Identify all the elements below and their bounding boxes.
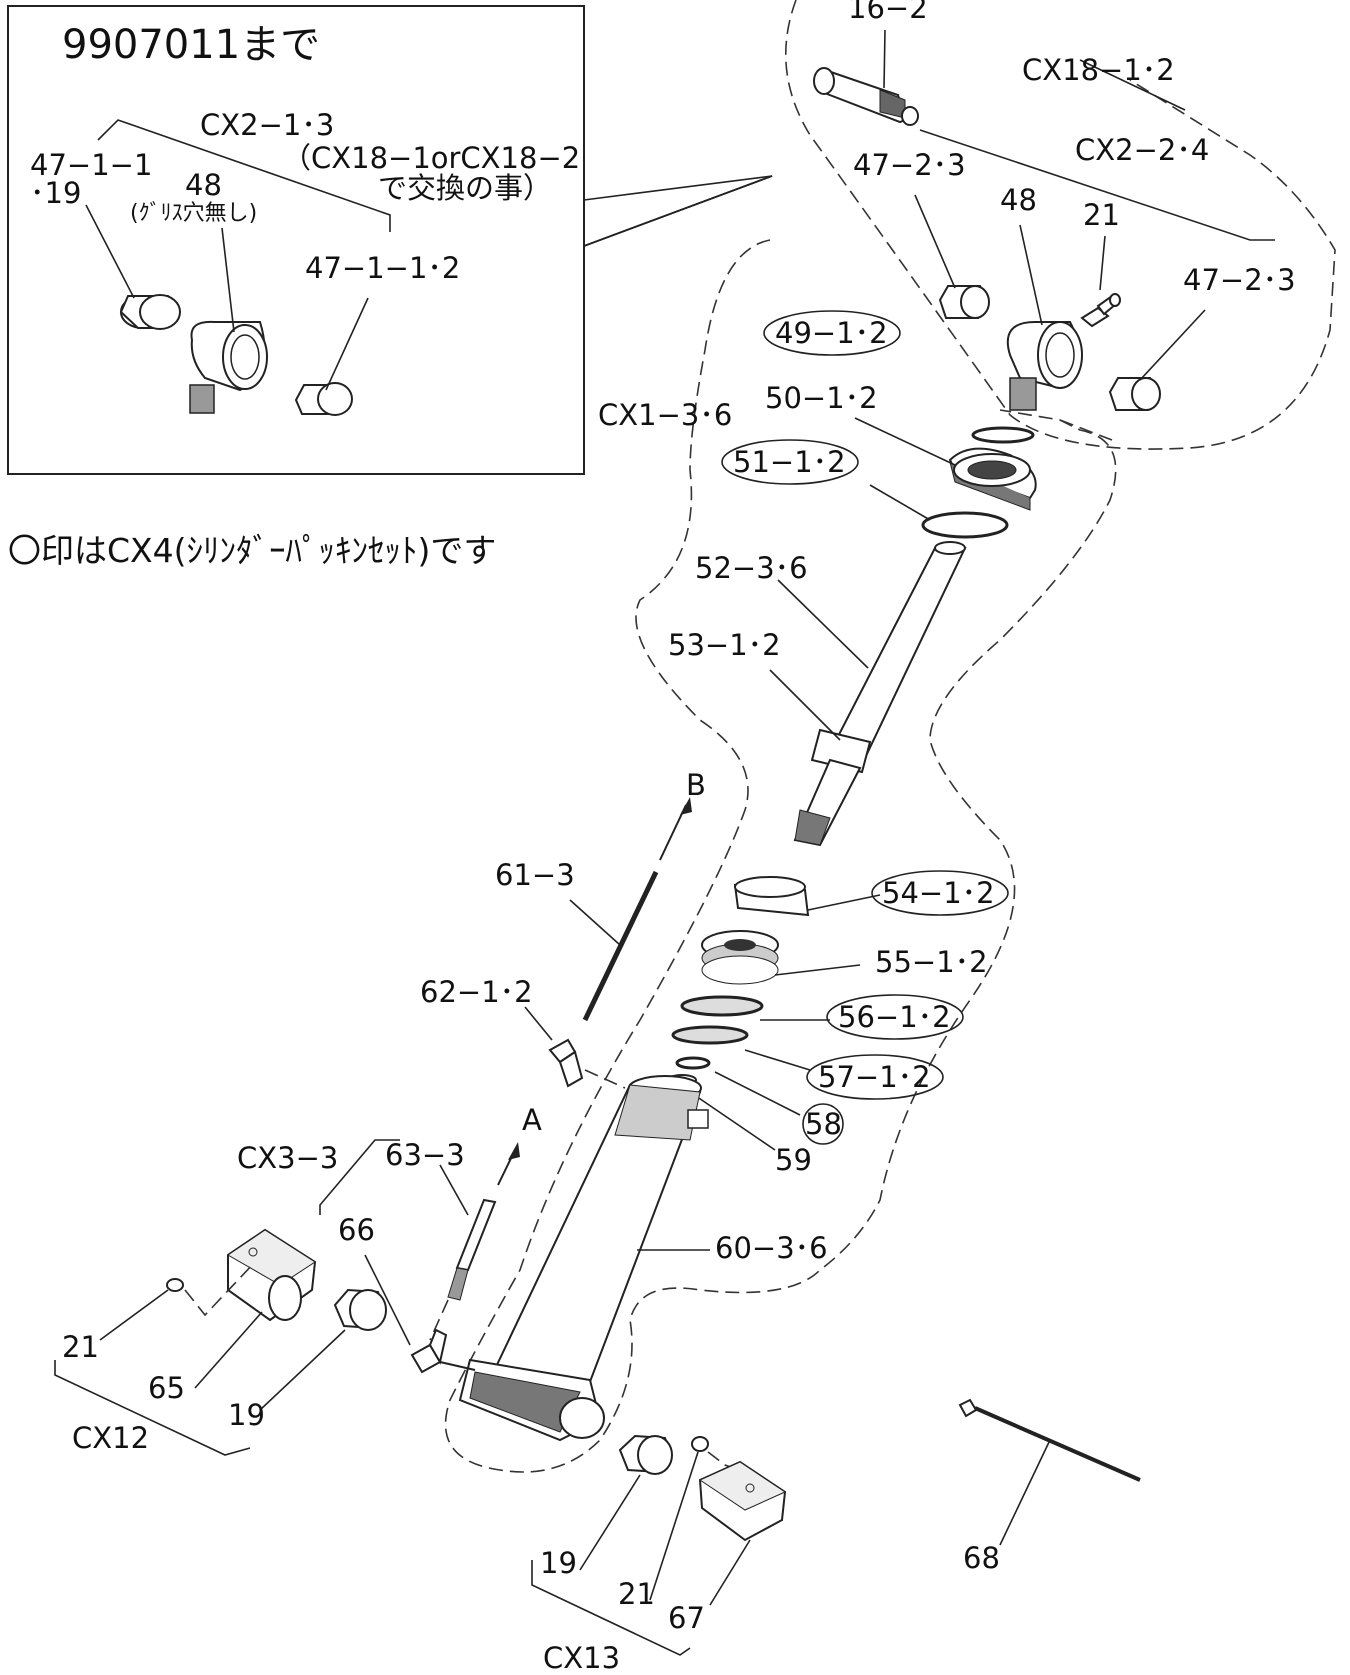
circle-49 [763,310,901,356]
inset-box [7,5,773,475]
inset-callout-top [583,175,773,201]
label-54: 54−1･2 [882,876,995,910]
circle-51 [721,439,859,485]
fitting-62 [548,1038,584,1088]
label-55: 55−1･2 [875,945,988,979]
tube-61 [582,870,659,1022]
label-16-2: 16−2 [848,0,928,25]
label-57: 57−1･2 [818,1060,931,1094]
label-cx3-3: CX3−3 [237,1141,338,1175]
block-65 [227,1228,317,1322]
wear-ring-54 [733,876,810,917]
label-58: 58 [805,1107,842,1141]
label-63: 63−3 [385,1138,465,1172]
inset-bushing-right [294,382,353,416]
inset-housing [189,320,268,414]
label-62: 62−1･2 [420,975,533,1009]
label-cx12: CX12 [72,1421,149,1455]
label-21-bottom: 21 [618,1577,655,1611]
label-66: 66 [338,1213,375,1247]
label-67: 67 [668,1601,705,1635]
label-inset-48: 48 [185,168,222,202]
group-outline-cx18 [784,0,1336,450]
cable-tie-68 [958,1398,1141,1482]
label-56: 56−1･2 [838,1000,951,1034]
label-cx2-2-4: CX2−2･4 [1075,133,1209,167]
bushing-19-bottom [618,1434,673,1475]
pin-16-2 [813,67,919,126]
o-ring-58 [675,1056,711,1070]
label-49: 49−1･2 [775,316,888,350]
label-21-top: 21 [1083,198,1120,232]
piston-rod-52 [793,541,967,847]
label-53: 53−1･2 [668,628,781,662]
label-cx13: CX13 [543,1641,620,1675]
inset-bushing-left [119,294,181,330]
label-19-left: 19 [228,1398,265,1432]
bushing-19-left [333,1288,387,1331]
label-cx1-3-6: CX1−3･6 [598,398,732,432]
circle-57 [806,1054,944,1100]
inset-title: 9907011まで [62,22,320,68]
bushing-47-2-left [938,285,990,319]
bushing-47-2-right [1108,377,1161,411]
label-cx2-1-3: CX2−1･3 [200,108,334,142]
label-52: 52−3･6 [695,551,808,585]
label-a: A [522,1103,542,1137]
label-68: 68 [963,1541,1000,1575]
label-59: 59 [775,1143,812,1177]
seal-57 [671,1025,749,1045]
label-47-1-1-19: ･19 [30,176,81,210]
circle-56 [826,994,964,1040]
piston-55 [701,930,779,985]
label-51: 51−1･2 [733,445,846,479]
label-47-2-3-right: 47−2･3 [1183,263,1296,297]
seal-56 [680,995,764,1017]
circle-58 [802,1103,844,1145]
label-cx18-note-2: で交換の事） [378,171,552,205]
label-47-1-1-2: 47−1−1･2 [305,251,460,285]
head-gland-50 [948,447,1037,511]
arrow-a [497,1142,520,1186]
grease-nipple-21-top [1080,293,1121,328]
label-b: B [686,768,706,802]
circle-54 [871,870,1009,916]
label-61: 61−3 [495,858,575,892]
hose-63 [447,1198,497,1301]
label-19-bottom: 19 [540,1546,577,1580]
inset-callout-bottom [583,175,773,247]
cx4-note: 〇印はCX4(ｼﾘﾝﾀﾞｰﾊﾟｯｷﾝｾｯﾄ)です [8,531,496,570]
block-67 [698,1460,787,1542]
label-inset-48-note: (ｸﾞﾘｽ穴無し) [130,201,257,226]
grease-nipple-21-bottom [691,1436,709,1452]
label-47-2-3-left: 47−2･3 [853,148,966,182]
label-47-1-1: 47−1−1 [30,148,152,182]
label-50: 50−1･2 [765,381,878,415]
seal-51 [921,511,1009,539]
label-cx18-note-1: （CX18−1orCX18−2 [282,141,580,175]
arrow-b [659,797,692,861]
elbow-66 [410,1328,476,1374]
grease-nipple-21-left [166,1278,184,1292]
label-cx18-1-2: CX18−1･2 [1022,53,1175,87]
label-21-left: 21 [62,1330,99,1364]
label-65: 65 [148,1371,185,1405]
o-ring-49 [971,426,1035,444]
label-60: 60−3･6 [715,1231,828,1265]
housing-48 [1006,321,1083,411]
label-48: 48 [1000,183,1037,217]
cylinder-barrel-60 [458,1075,709,1442]
